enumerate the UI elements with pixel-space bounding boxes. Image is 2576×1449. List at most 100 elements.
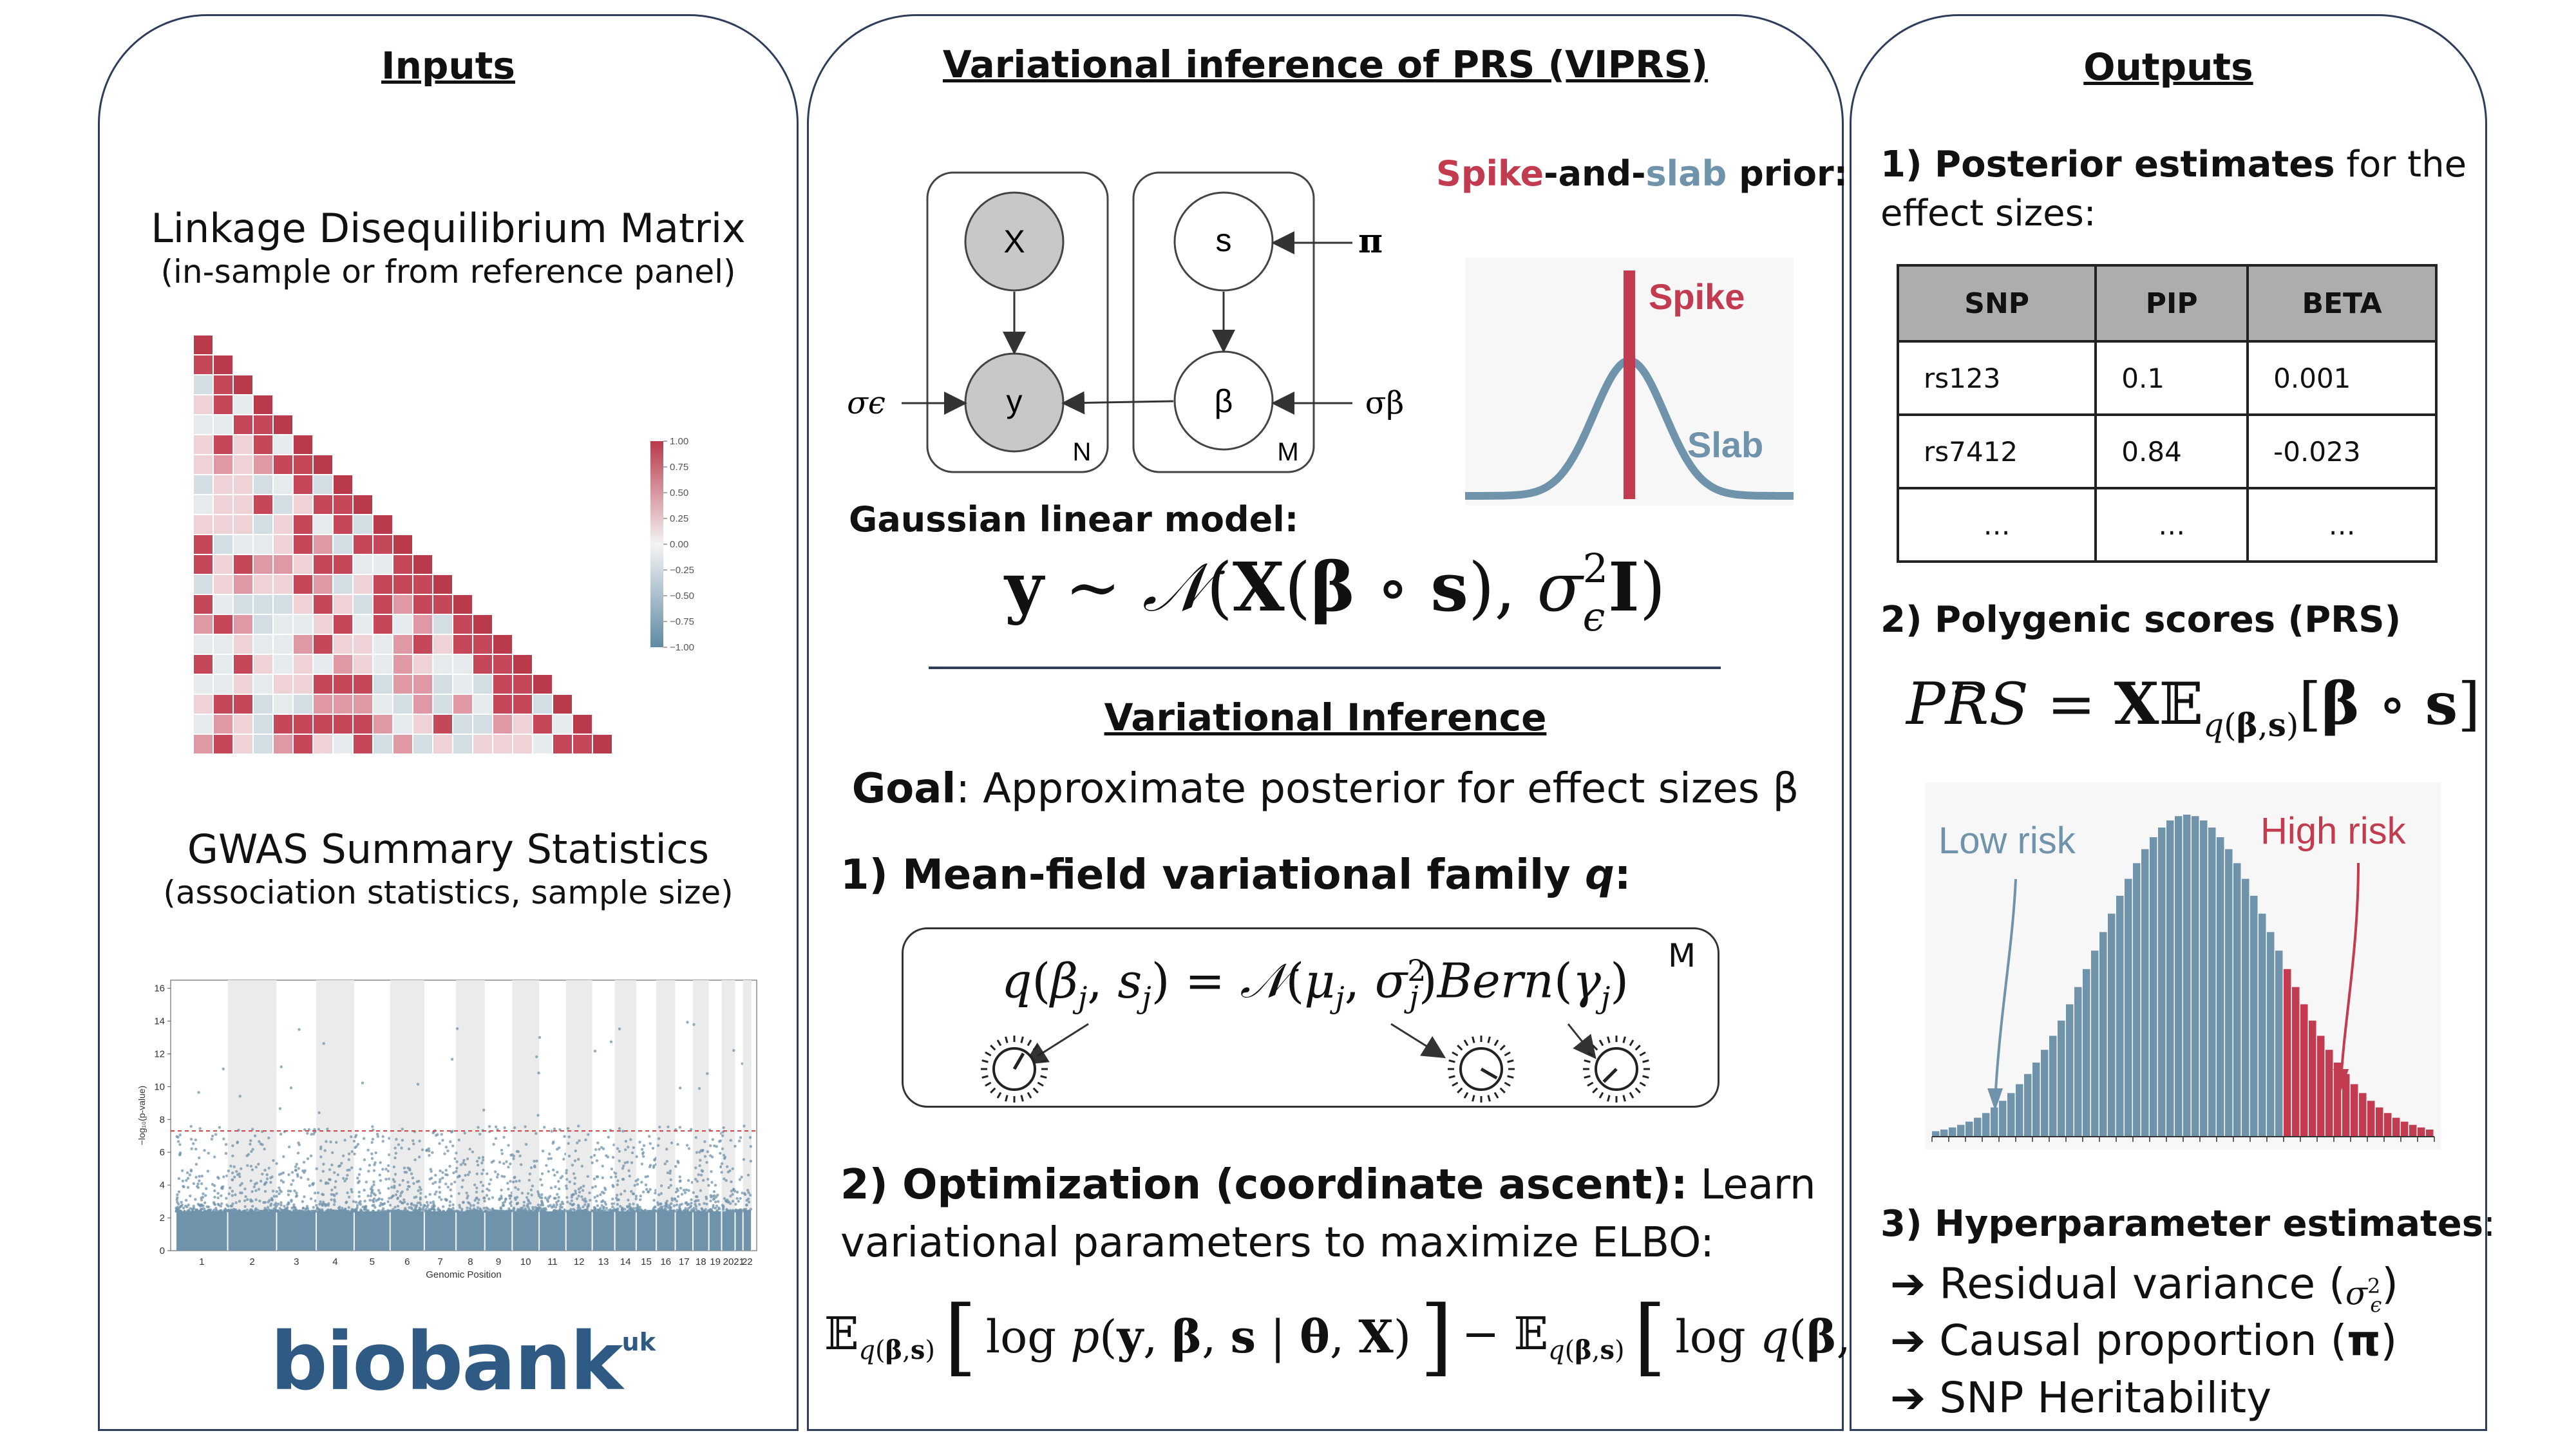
arrow-gamma [1567, 1023, 1596, 1059]
dial-icon [1583, 1036, 1650, 1103]
ld-cell [452, 694, 473, 715]
goal-text: Goal: Approximate posterior for effect s… [807, 765, 1844, 813]
ld-cell [292, 634, 314, 655]
histogram-bar [2217, 837, 2224, 1137]
biobank-wordmark: biobank [270, 1316, 623, 1408]
ld-cell [272, 514, 294, 535]
ld-cell [232, 414, 254, 435]
ld-cell [432, 574, 453, 595]
manhattan-xtick: 22 [742, 1256, 753, 1267]
ld-cell [193, 574, 214, 595]
ld-cell [332, 714, 354, 735]
sigma-eps-label: σϵ [847, 385, 886, 421]
ld-cell [372, 634, 393, 655]
ld-cell [372, 574, 393, 595]
ld-cell [372, 594, 393, 615]
node-beta-label: β [1215, 383, 1233, 419]
ld-cell [232, 494, 254, 515]
ld-cell [412, 734, 433, 755]
ld-cell [412, 654, 433, 675]
ld-cell [552, 734, 573, 755]
histogram-bar [2208, 827, 2216, 1137]
ld-cell [452, 614, 473, 635]
ld-cell [332, 594, 354, 615]
table-cell: 0.1 [2094, 340, 2249, 416]
ld-cell [452, 594, 473, 615]
ld-cell [332, 474, 354, 495]
ld-cell [312, 474, 334, 495]
viprs-panel [807, 14, 1844, 1431]
ld-cell [193, 694, 214, 715]
ld-cell [193, 514, 214, 535]
ld-cell [332, 574, 354, 595]
output-item-3: 3) Hyperparameter estimates: [1880, 1203, 2496, 1245]
ld-cell [512, 694, 533, 715]
ld-cell [532, 714, 553, 735]
high-risk-arrow [2340, 862, 2360, 1083]
histogram-bar [2049, 1036, 2057, 1137]
ld-cell [272, 714, 294, 735]
ld-cell [252, 614, 274, 635]
histogram-bar [2066, 1004, 2074, 1137]
ld-cell [332, 694, 354, 715]
ld-cell [452, 634, 473, 655]
node-x [964, 191, 1065, 292]
dials [981, 1023, 1650, 1103]
gwas-subtitle: (association statistics, sample size) [163, 874, 734, 911]
ld-cell [472, 634, 493, 655]
ld-cell [252, 534, 274, 555]
ld-cell [252, 674, 274, 695]
ld-cell [512, 654, 533, 675]
ld-cell [272, 534, 294, 555]
ld-colorbar-tick: 0.00 [670, 539, 688, 550]
ld-cell [213, 614, 234, 635]
ld-cell [252, 454, 274, 475]
high-risk-label: High risk [2260, 810, 2407, 852]
histogram-bar [2342, 1074, 2350, 1137]
biobank-uk: uk [621, 1328, 656, 1356]
ld-cell [532, 734, 553, 755]
ld-cell [392, 594, 413, 615]
ld-cell [252, 394, 274, 415]
ld-cell [372, 714, 393, 735]
ld-cell [352, 534, 374, 555]
ld-cell [193, 654, 214, 675]
manhattan-xtick: 13 [598, 1256, 609, 1267]
spike-label: Spike [1649, 276, 1745, 317]
output-item-1: 1) Posterior estimates for the effect si… [1880, 140, 2467, 238]
histogram-bar [2083, 969, 2090, 1137]
mean-field-box [902, 927, 1719, 1108]
ld-cell [292, 554, 314, 575]
ld-cell [572, 714, 593, 735]
histogram-bar [2292, 987, 2300, 1137]
histogram-bar [2426, 1129, 2434, 1137]
ld-cell [232, 474, 254, 495]
table-header: BETA [2246, 264, 2438, 343]
histogram-bar [1965, 1121, 1973, 1137]
manhattan-ytick: 12 [154, 1048, 165, 1059]
prior-slab-word: slab [1645, 153, 1727, 194]
ld-cell [213, 734, 234, 755]
step1-q: q [1585, 851, 1615, 899]
histogram-bar [2200, 820, 2208, 1137]
histogram-bar [2192, 816, 2199, 1137]
ld-cell [352, 634, 374, 655]
ld-cell [272, 634, 294, 655]
manhattan-ylabel: −log₁₀(p-value) [137, 1086, 147, 1146]
hyper-causal-label: Causal proportion ( [1939, 1316, 2347, 1365]
ld-cell [352, 714, 374, 735]
mean-field-equation: q(βj, sj) = 𝒩(μj, σ2j)Bern(γj) [1001, 953, 1629, 1015]
ld-cell [392, 654, 413, 675]
ld-cell [372, 514, 393, 535]
ld-cell [452, 674, 473, 695]
output-item-1-bold: 1) Posterior estimates [1880, 144, 2335, 185]
table-cell: -0.023 [2246, 413, 2438, 489]
ld-cell [432, 714, 453, 735]
vi-title: Variational Inference [1104, 696, 1547, 739]
output-item-1-line2: effect sizes: [1880, 193, 2096, 234]
histogram-bar [2125, 878, 2132, 1137]
ld-cell [532, 694, 553, 715]
ld-cell [492, 674, 513, 695]
ld-cell [472, 714, 493, 735]
manhattan-xtick: 2 [249, 1256, 254, 1267]
